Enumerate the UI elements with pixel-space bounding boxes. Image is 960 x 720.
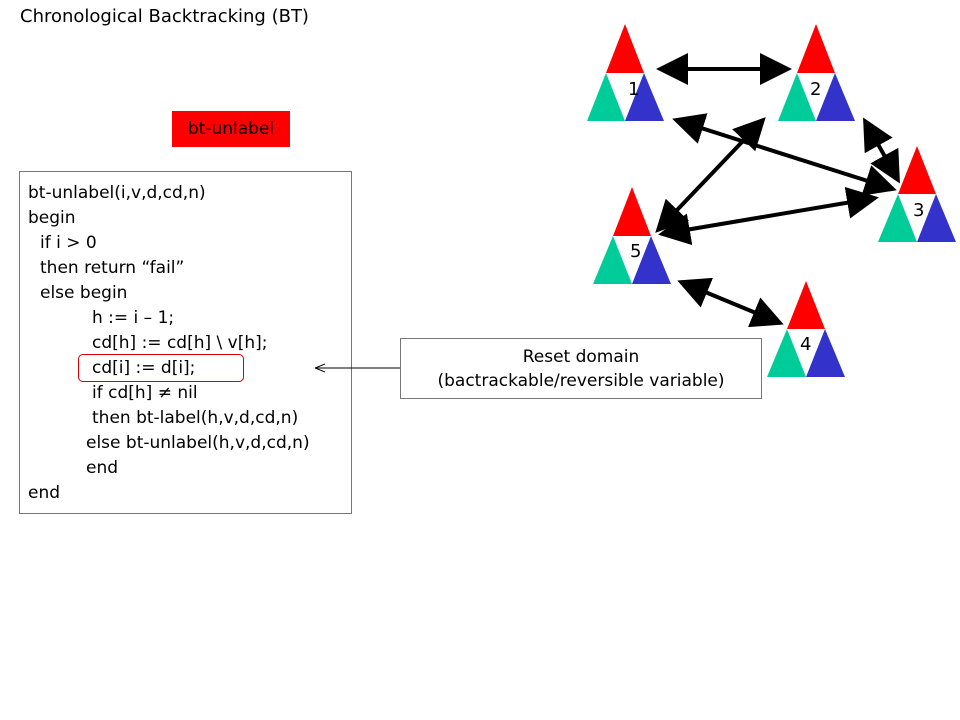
edge-2-3 (863, 117, 900, 184)
pseudocode-box (19, 171, 352, 514)
node-4-top-triangle (787, 281, 825, 329)
node-3-label: 3 (913, 200, 924, 221)
node-3-left-triangle (878, 194, 917, 242)
edge-5-4 (677, 277, 784, 328)
node-2-top-triangle (797, 24, 835, 73)
annotation-line-1: Reset domain (522, 346, 640, 367)
node-4-label: 4 (800, 334, 811, 355)
code-line-if: if i > 0 (40, 233, 97, 253)
node-4: 4 (767, 281, 845, 377)
code-line-begin: begin (28, 208, 76, 228)
node-2-right-triangle (816, 73, 855, 121)
node-2-left-triangle (778, 73, 816, 121)
node-1-right-triangle (625, 73, 664, 121)
node-5-label: 5 (630, 241, 641, 262)
highlight-reset-domain-line (78, 354, 244, 382)
code-line-end: end (28, 483, 61, 503)
node-5: 5 (593, 187, 671, 284)
node-5-right-triangle (632, 236, 671, 284)
node-1-top-triangle (606, 24, 644, 73)
node-4-right-triangle (806, 329, 845, 377)
node-1-label: 1 (628, 79, 639, 100)
code-line-then-return: then return “fail” (40, 258, 185, 278)
annotation-line-2: (bactrackable/reversible variable) (437, 370, 725, 391)
code-line-else-begin: else begin (40, 283, 128, 303)
code-line-inner-end: end (86, 458, 119, 478)
code-line-else-unlabel: else bt-unlabel(h,v,d,cd,n) (86, 433, 310, 453)
code-line-prune-domain: cd[h] := cd[h] \ v[h]; (92, 333, 268, 353)
page-title: Chronological Backtracking (BT) (20, 6, 309, 27)
node-1-left-triangle (587, 73, 625, 121)
node-3-top-triangle (898, 146, 936, 194)
node-5-top-triangle (613, 187, 651, 236)
node-3: 3 (878, 146, 956, 242)
node-2-label: 2 (810, 79, 821, 100)
node-1: 1 (587, 24, 664, 121)
edge-5-3 (658, 186, 879, 246)
node-2: 2 (778, 24, 855, 121)
node-3-right-triangle (917, 194, 956, 242)
node-5-left-triangle (593, 236, 632, 284)
node-4-left-triangle (767, 329, 806, 377)
procedure-name-badge: bt-unlabel (172, 111, 290, 147)
code-line-then-label: then bt-label(h,v,d,cd,n) (92, 408, 299, 428)
code-line-assign-h: h := i – 1; (92, 308, 175, 328)
annotation-box: Reset domain (bactrackable/reversible va… (400, 338, 762, 399)
edge-2-5 (655, 117, 766, 233)
code-line-signature: bt-unlabel(i,v,d,cd,n) (28, 183, 206, 203)
code-line-if-nil: if cd[h] ≠ nil (92, 383, 198, 403)
code-line-reset-domain: cd[i] := d[i]; (92, 358, 196, 378)
